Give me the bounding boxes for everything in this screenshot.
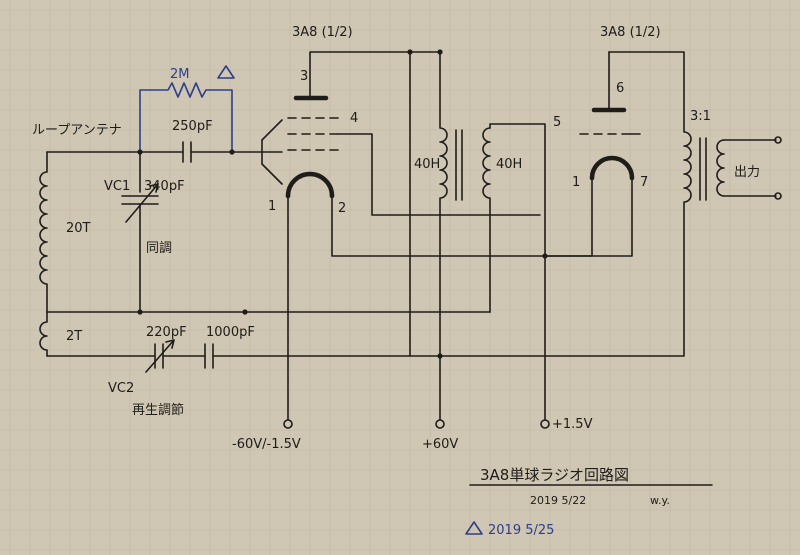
pin-2: 2: [338, 201, 346, 216]
filament-terminal: [540, 419, 550, 429]
filament-label: +1.5V: [552, 417, 593, 432]
revision-mark-top: [217, 65, 235, 79]
b-plus-label: +60V: [422, 437, 458, 452]
pin-4: 4: [350, 111, 358, 126]
vc1-value-label: 340pF: [144, 179, 185, 194]
pin-5: 5: [553, 115, 561, 130]
right-tube-title: 3A8 (1/2): [600, 25, 661, 40]
pin-1-left: 1: [268, 199, 276, 214]
resistor-label: 2M: [170, 67, 190, 82]
coil-2t-label: 2T: [66, 329, 82, 344]
pin-7: 7: [640, 175, 648, 190]
left-tube: [261, 49, 546, 421]
left-tube-title: 3A8 (1/2): [292, 25, 353, 40]
tuning-label: 同調: [146, 241, 172, 256]
coil-20t-label: 20T: [66, 221, 91, 236]
vc2-label: VC2: [108, 381, 134, 396]
bias-terminal: [283, 419, 293, 429]
coupling-capacitor-1000pf: [204, 343, 214, 369]
cap-1000-label: 1000pF: [206, 325, 255, 340]
pin-6: 6: [616, 81, 624, 96]
pin-1-right: 1: [572, 175, 580, 190]
grid-leak-resistor: [139, 82, 233, 153]
diagram-title: 3A8単球ラジオ回路図: [480, 466, 629, 484]
choke-left-label: 40H: [414, 157, 440, 172]
revision-mark-bottom: [465, 521, 483, 535]
vc1-label: VC1: [104, 179, 130, 194]
grid-capacitor: [182, 141, 263, 163]
tuning-capacitor-vc1: [121, 183, 159, 313]
transformer-ratio-label: 3:1: [690, 109, 711, 124]
date-label: 2019 5/22: [530, 494, 586, 507]
b-plus-terminal: [435, 419, 445, 429]
output-label: 出力: [734, 165, 760, 180]
regen-label: 再生調節: [132, 403, 184, 418]
author-label: w.y.: [650, 494, 670, 507]
grid-cap-label: 250pF: [172, 119, 213, 134]
output-transformer: [439, 51, 782, 357]
choke-transformer-40h: [439, 51, 546, 421]
loop-antenna-label: ループアンテナ: [32, 123, 122, 138]
right-tube: [544, 51, 641, 257]
pin-3: 3: [300, 69, 308, 84]
choke-right-label: 40H: [496, 157, 522, 172]
revision-date-label: 2019 5/25: [488, 523, 554, 538]
bias-label: -60V/-1.5V: [232, 437, 301, 452]
vc2-value-label: 220pF: [146, 325, 187, 340]
loop-antenna-coil: [39, 151, 48, 357]
